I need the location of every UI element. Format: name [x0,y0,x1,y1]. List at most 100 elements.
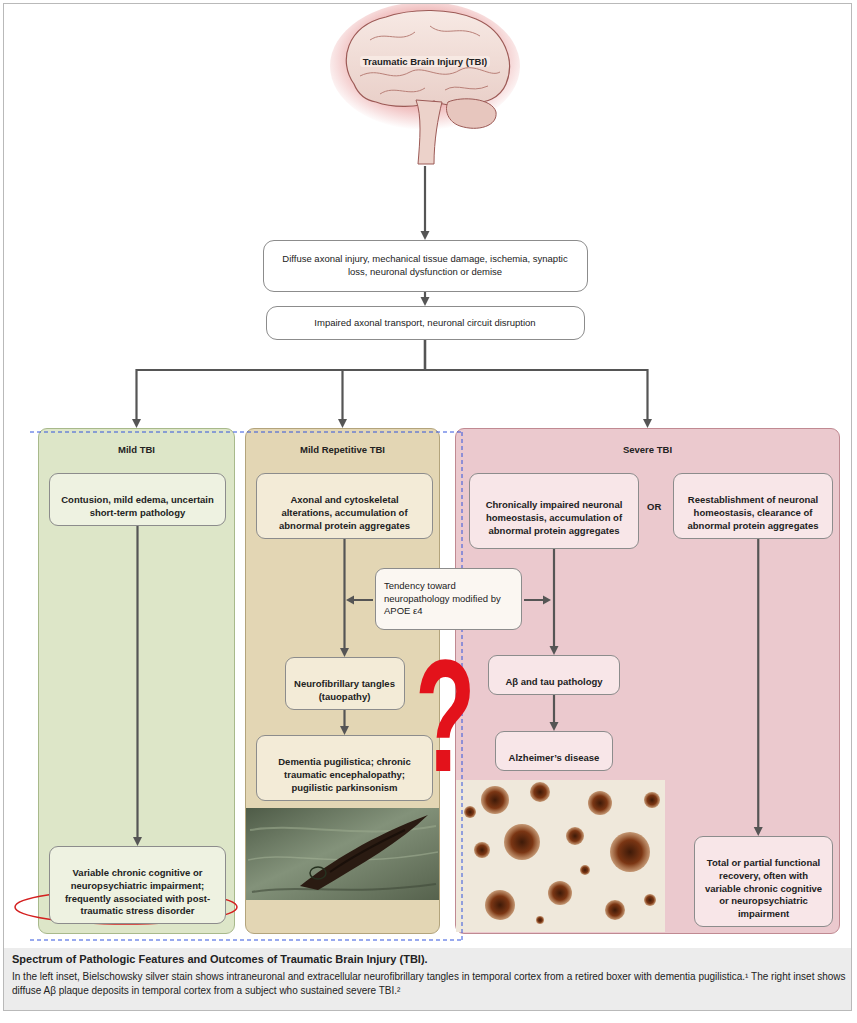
plaque-inset [464,806,476,818]
plaque-inset [530,782,550,802]
flow-arrow [421,292,430,306]
arrow-head [754,827,763,836]
silver-stain-inset [246,808,439,900]
flow-arrow [553,695,555,725]
arrow-head [550,722,559,731]
box-text: Contusion, mild edema, uncertain short-t… [58,479,217,520]
outcome-box: Total or partial functional recovery, of… [694,836,833,927]
process-box: Neurofibrillary tangles (tauopathy) [285,657,405,710]
flow-arrow [754,539,763,836]
box-text: Axonal and cytoskeletal alterations, acc… [265,479,424,532]
process-box: Reestablishment of neuronal homeostasis,… [673,473,833,539]
plaque-inset [536,916,544,924]
flow-arrow [550,549,559,655]
brain-drawing [360,68,500,76]
annotation-marks [30,432,462,433]
outcome-box: Alzheimer’s disease [495,731,613,771]
flow-arrow [133,526,142,846]
modifier-box: Tendency toward neuropathology modified … [375,568,522,630]
apoe-arrows [352,599,373,601]
box-text: Alzheimer’s disease [504,737,604,765]
flow-arrow [553,549,555,649]
process-box: Axonal and cytoskeletal alterations, acc… [256,473,433,539]
apoe-arrows [346,596,551,605]
annotation-marks [30,940,462,941]
flow-arrow [757,539,759,830]
brain-drawing [416,100,442,164]
arrow-head [421,297,430,306]
box-text: Diffuse axonal injury, mechanical tissue… [272,253,579,279]
plaque-inset [566,827,584,845]
panel-heading: Mild TBI [39,429,234,455]
plaque-inset [605,900,625,920]
figure-caption: In the left inset, Bielschowsky silver s… [12,970,847,998]
silver-stain-inset [330,830,405,872]
brain-drawing [447,99,497,129]
box-text: Aβ and tau pathology [497,661,611,689]
or-label: OR [647,501,661,512]
arrow-head [132,419,141,428]
box-text: Total or partial functional recovery, of… [703,842,824,921]
box-text: Neurofibrillary tangles (tauopathy) [294,663,396,704]
box-text: Dementia pugilistica; chronic traumatic … [265,741,424,794]
flow-arrow [136,526,138,840]
arrow-head [421,231,430,240]
process-box: Aβ and tau pathology [488,655,620,695]
flow-arrow [137,340,426,422]
silver-stain-inset [246,808,439,900]
plaque-inset [644,792,660,808]
plaque-inset [474,842,490,858]
flow-arrow [338,340,425,428]
annotation-marks [15,890,237,924]
question-mark: ? [415,636,476,796]
arrow-head [550,646,559,655]
flow-arrow [425,340,648,422]
plaque-inset [485,890,515,920]
plaque-inset [644,894,656,906]
apoe-arrows [346,596,354,605]
plaque-inset [456,780,665,932]
plaque-inset [588,791,612,815]
silver-stain-inset [252,884,436,892]
outcome-box: Variable chronic cognitive or neuropsych… [49,846,226,924]
brain-drawing [380,88,425,94]
plaque-inset [504,824,540,860]
flow-arrow [424,166,426,234]
process-box: Contusion, mild edema, uncertain short-t… [49,473,226,526]
flow-arrow [343,539,345,651]
plaque-inset [481,786,509,814]
brain-drawing [346,10,509,106]
flow-arrow [421,166,430,240]
apoe-arrows [524,599,545,601]
arrow-head [338,419,347,428]
brain-drawing [430,26,480,36]
brain-illustration: Traumatic Brain Injury (TBI) [330,4,520,166]
panel-heading: Severe TBI [456,429,839,455]
figure-title: Spectrum of Pathologic Features and Outc… [12,953,847,965]
plaque-inset [548,881,572,905]
apoe-arrows [543,596,551,605]
box-text: Tendency toward neuropathology modified … [384,580,513,618]
outcome-box: Dementia pugilistica; chronic traumatic … [256,735,433,801]
arrow-head [340,648,349,657]
silver-stain-inset [300,815,428,890]
flow-arrow [340,710,349,735]
arrow-head [133,837,142,846]
brain-drawing [445,86,488,90]
box-text: Chronically impaired neuronal homeostasi… [478,484,630,537]
brain-drawing [370,32,415,40]
flow-arrow [550,695,559,731]
brain-drawing [330,4,520,166]
plaque-inset [456,780,665,932]
box-text: Reestablishment of neuronal homeostasis,… [682,479,824,532]
flow-arrow [343,340,426,422]
silver-stain-inset [310,867,326,879]
plaque-inset [610,832,650,872]
panel-heading: Mild Repetitive TBI [246,429,439,455]
flow-arrow [425,340,652,428]
box-text: Variable chronic cognitive or neuropsych… [58,852,217,918]
box-text: Impaired axonal transport, neuronal circ… [275,317,576,330]
process-box: Chronically impaired neuronal homeostasi… [469,473,639,549]
annotation-marks [15,432,462,940]
